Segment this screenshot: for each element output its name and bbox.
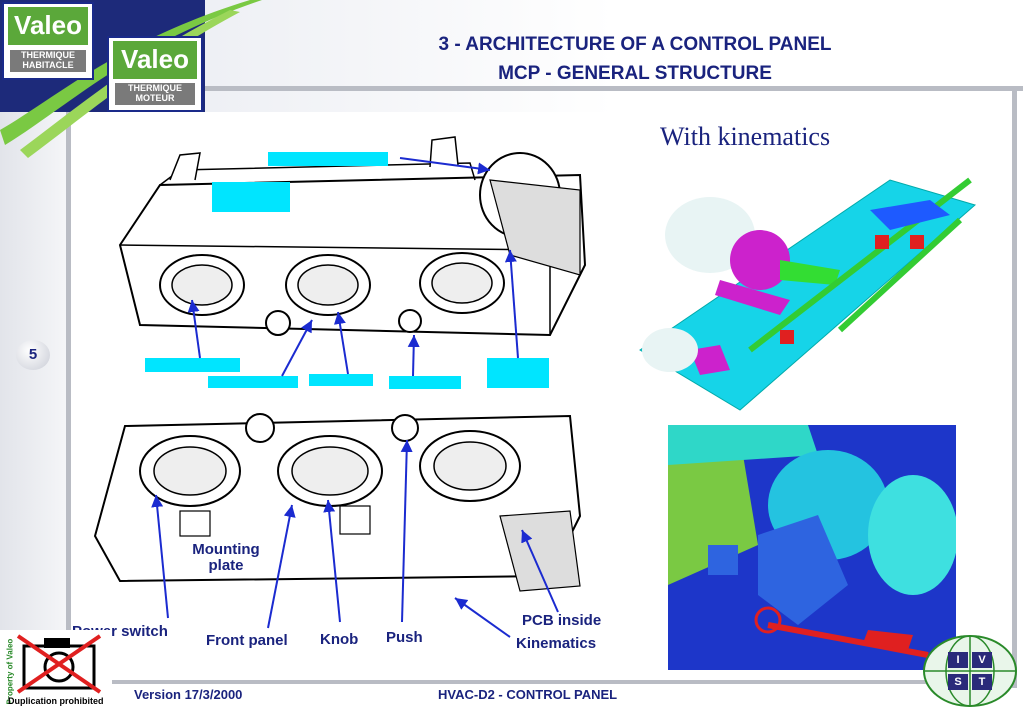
assembled-panel-svg (93, 413, 582, 592)
valeo-logo-moteur: Valeo THERMIQUE MOTEUR (107, 36, 203, 112)
footer-version: Version 17/3/2000 (134, 687, 243, 702)
label-knob: Knob (320, 631, 359, 648)
frame-bottom-line (112, 680, 1012, 684)
ivst-globe-logo: I V S T (918, 634, 1022, 708)
masked-label (145, 358, 240, 372)
division-label-habitacle: THERMIQUE HABITACLE (10, 50, 86, 72)
masked-label (487, 358, 549, 388)
slide-title: 3 - ARCHITECTURE OF A CONTROL PANEL MCP … (330, 30, 940, 88)
exploded-panel-drawing (110, 135, 598, 380)
label-kinematics: Kinematics (516, 635, 597, 652)
green-swoosh-icon (0, 0, 262, 158)
kinematics-detail-svg (668, 425, 958, 658)
camera-prohibited-icon (16, 634, 102, 694)
ivst-letter-i: I (948, 652, 968, 668)
label-push: Push (386, 629, 423, 646)
masked-label (268, 152, 388, 166)
masked-label (212, 182, 290, 212)
division-label-moteur: THERMIQUE MOTEUR (115, 83, 195, 105)
label-pcb: PCB inside (522, 612, 602, 629)
title-line-1: 3 - ARCHITECTURE OF A CONTROL PANEL (438, 34, 832, 55)
kinematics-render-detail (668, 425, 958, 670)
kinematics-render-top (630, 160, 986, 414)
ivst-letter-s: S (948, 674, 968, 690)
valeo-logo-habitacle: Valeo THERMIQUE HABITACLE (2, 2, 94, 80)
valeo-logo-mark: Valeo (8, 7, 88, 45)
ivst-letter-v: V (972, 652, 992, 668)
masked-label (389, 376, 461, 389)
property-stamp: Property of Valeo Duplication prohibited (0, 630, 112, 708)
valeo-brand-text: Valeo (14, 10, 82, 40)
valeo-logo-mark: Valeo (113, 41, 197, 79)
label-mounting-plate: Mounting plate (192, 541, 260, 574)
left-sidebar (0, 112, 68, 632)
title-line-2: MCP - GENERAL STRUCTURE (498, 63, 772, 84)
assembled-panel-drawing (80, 406, 608, 606)
ivst-letter-t: T (972, 674, 992, 690)
frame-top-line (205, 86, 1023, 91)
kinematics-3d-svg (639, 177, 977, 411)
valeo-brand-text: Valeo (121, 44, 189, 74)
kinematics-heading: With kinematics (660, 122, 831, 151)
globe-icon (923, 635, 1017, 707)
footer-doc-title: HVAC-D2 - CONTROL PANEL (438, 687, 618, 702)
exploded-panel-svg (118, 136, 587, 337)
label-front-panel: Front panel (206, 632, 288, 649)
masked-label (208, 376, 298, 388)
frame-right-line (1012, 88, 1017, 688)
masked-label (309, 374, 373, 386)
frame-left-line (66, 112, 71, 632)
page-number-badge: 5 (16, 340, 50, 370)
duplication-text: Duplication prohibited (8, 696, 104, 706)
